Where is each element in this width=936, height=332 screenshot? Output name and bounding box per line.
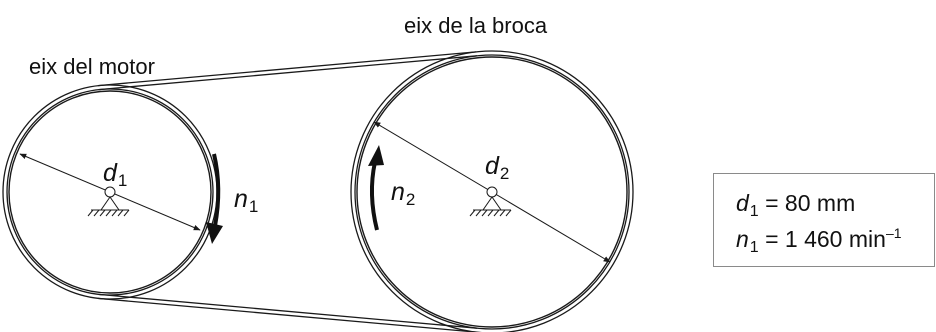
rotation-arrow-n2-head xyxy=(368,145,384,166)
drill-shaft-support xyxy=(469,186,512,217)
belt-outer-large xyxy=(350,50,634,332)
belt-bottom-inner xyxy=(98,293,478,329)
symbol-n2: n2 xyxy=(391,178,416,209)
symbol-n1: n1 xyxy=(234,185,259,216)
belt-top-outer xyxy=(97,51,477,87)
given-d1: d1 = 80 mm xyxy=(736,190,856,220)
belt-bottom-outer xyxy=(97,297,477,332)
belt-inner-large xyxy=(354,54,630,330)
symbol-d2: d2 xyxy=(485,152,510,183)
symbol-d1: d1 xyxy=(103,159,128,190)
motor-shaft-support xyxy=(87,186,130,217)
label-motor-shaft: eix del motor xyxy=(29,54,155,79)
rotation-arrow-n1 xyxy=(212,153,221,227)
belt xyxy=(2,50,634,332)
rotation-arrow-n1-head xyxy=(206,222,223,244)
belt-top-inner xyxy=(98,55,478,91)
given-n1: n1 = 1 460 min–1 xyxy=(736,225,902,256)
label-drill-shaft: eix de la broca xyxy=(404,13,548,38)
given-data-box: d1 = 80 mm n1 = 1 460 min–1 xyxy=(713,173,935,267)
drill-shaft-pivot xyxy=(486,186,498,198)
rotation-arrow-n2 xyxy=(369,161,379,231)
